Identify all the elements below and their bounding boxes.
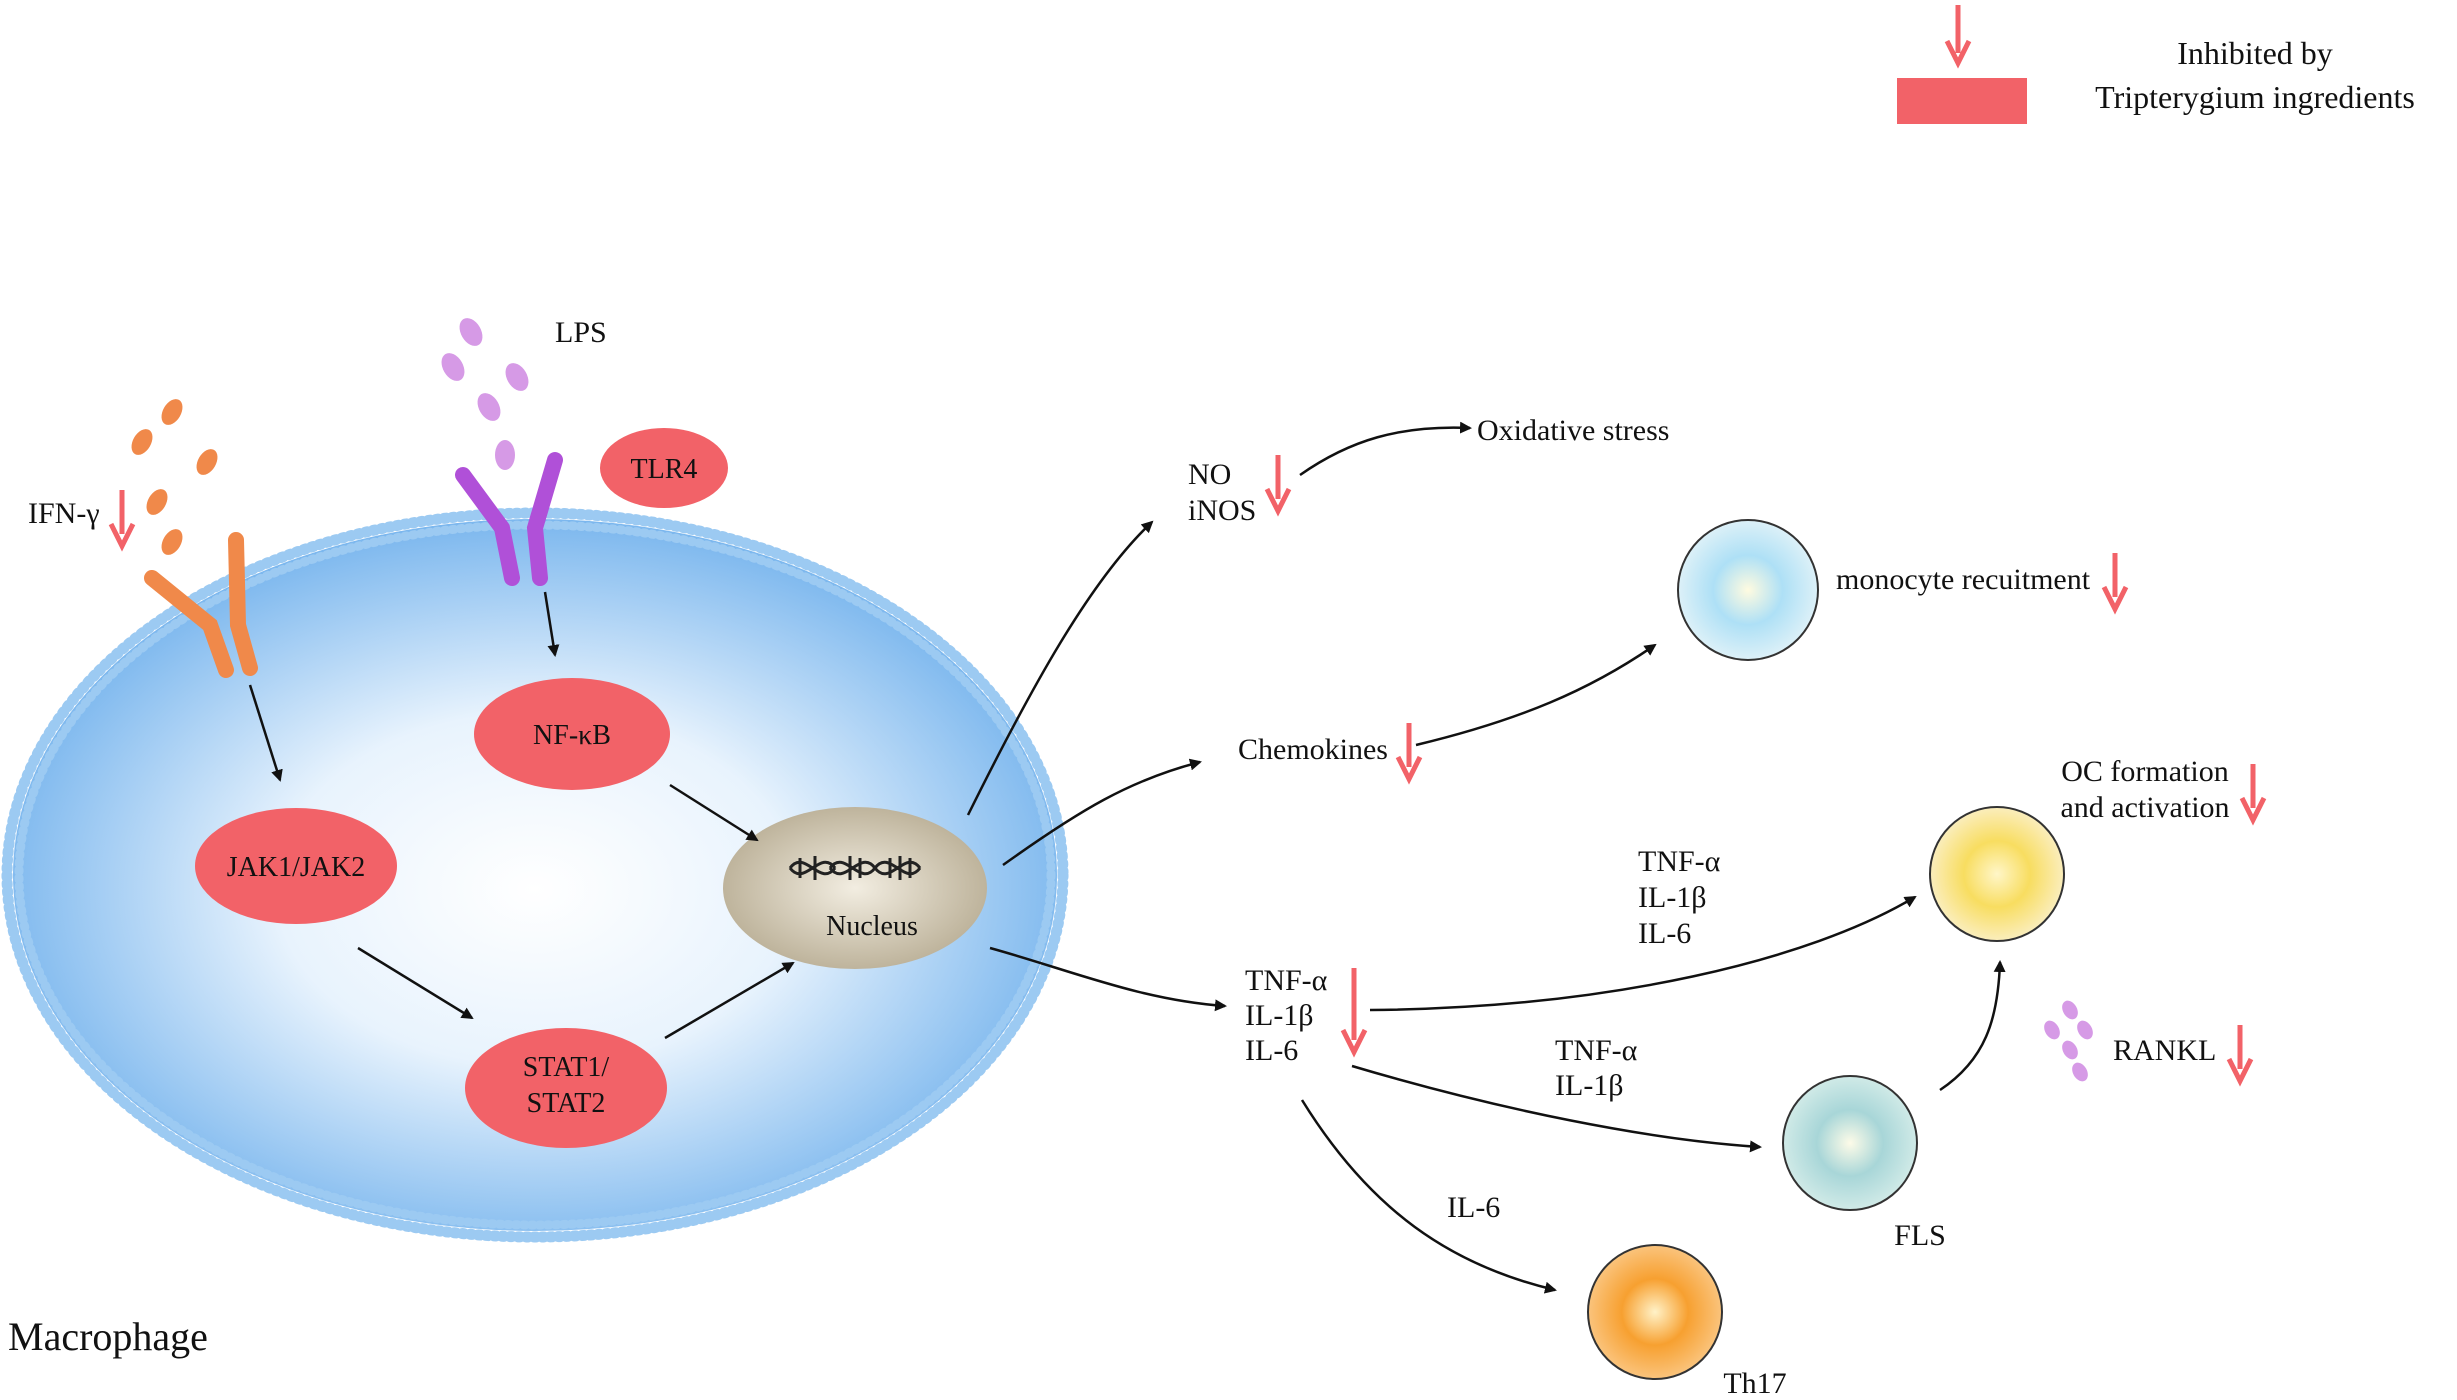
th17-label: Th17 [1723,1367,1786,1395]
tlr4-node [600,428,728,508]
cyt-a3-label: IL-6 [1245,1034,1298,1067]
lps-label: LPS [555,316,607,349]
ifn-inhibit-arrow-icon [111,490,133,546]
oc-label-line2: and activation [2060,791,2229,824]
legend-inhibit-arrow-icon [1944,5,1972,69]
cyt-c1-label: TNF-α [1555,1034,1638,1067]
stat-node [465,1028,667,1148]
th17-cell [1587,1244,1723,1380]
macrophage-label: Macrophage [8,1314,208,1359]
monocyte-cell [1677,519,1819,661]
chemokines-inhibit-arrow-icon [1398,723,1420,779]
il6-th17-label: IL-6 [1447,1191,1500,1224]
fls-label: FLS [1894,1219,1946,1252]
no-label: NO [1188,458,1231,491]
ifn-label: IFN-γ [28,497,100,530]
chemokines-label: Chemokines [1238,733,1388,766]
cyt-b1-label: TNF-α [1638,845,1721,878]
internal-arrows [248,591,795,1040]
cyt-a2-label: IL-1β [1245,999,1314,1032]
no-inhibit-arrow-icon [1267,455,1289,511]
cell-body [13,519,1057,1231]
ifn-receptor [144,532,258,678]
cytokine-inhibit-arrow-icon [1340,968,1368,1058]
inos-label: iNOS [1188,494,1256,527]
legend-inhibit-bar-icon [1897,78,2027,124]
rankl-label: RANKL [2113,1034,2216,1067]
cyt-a1-label: TNF-α [1245,964,1328,997]
legend-line2: Tripterygium ingredients [2095,79,2415,115]
tlr4-label: TLR4 [631,454,698,485]
oc-label-line1: OC formation [2061,755,2228,788]
cyt-b3-label: IL-6 [1638,917,1691,950]
fls-cell [1782,1075,1918,1211]
nfkb-node [474,678,670,790]
nucleus-label: Nucleus [826,911,918,942]
lps-receptor [455,452,563,586]
lps-particles [441,318,529,470]
cyt-c2-label: IL-1β [1555,1069,1624,1102]
monocyte-inhibit-arrow-icon [2104,553,2126,609]
rankl-particles [2044,1000,2093,1082]
nucleus [723,807,987,969]
ifn-particles [131,399,218,555]
legend-line1: Inhibited by [2177,35,2333,71]
legend: Inhibited by Tripterygium ingredients [1897,5,2415,124]
stat-label-line2: STAT2 [527,1088,606,1119]
cyt-b2-label: IL-1β [1638,881,1707,914]
dna-icon [788,856,922,880]
oc-inhibit-arrow-icon [2242,764,2264,820]
output-arrows [966,421,2006,1294]
rankl-inhibit-arrow-icon [2229,1025,2251,1081]
monocyte-label: monocyte recuitment [1836,563,2091,596]
jak-label: JAK1/JAK2 [227,852,365,883]
osteoclast-cell [1929,806,2065,942]
jak-node [195,808,397,924]
stat-label-line1: STAT1/ [523,1052,610,1083]
oxidative-stress-label: Oxidative stress [1477,414,1669,447]
macrophage-cell [1,507,1069,1243]
nfkb-label: NF-κB [533,720,611,751]
